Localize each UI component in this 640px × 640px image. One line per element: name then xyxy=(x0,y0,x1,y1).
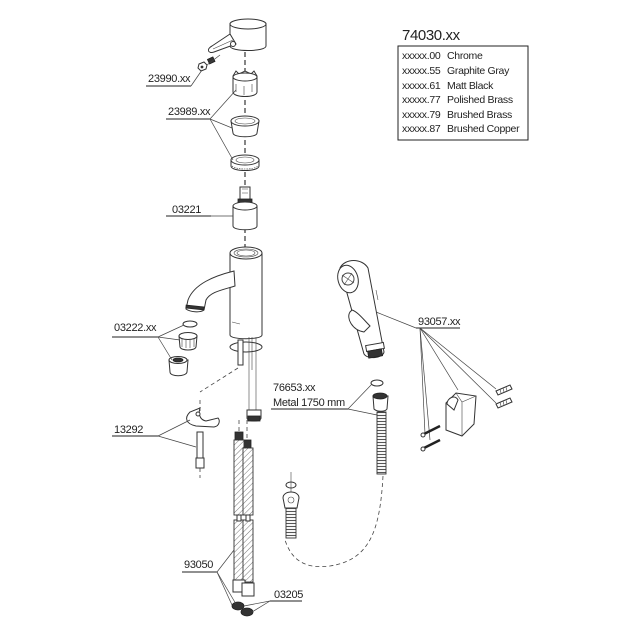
screw-icon xyxy=(420,424,441,452)
base-ring-icon xyxy=(229,337,263,410)
label-03222: 03222.xx xyxy=(114,322,157,334)
label-93050: 93050 xyxy=(184,559,213,571)
label-03221: 03221 xyxy=(172,204,201,216)
mount-axis xyxy=(199,367,239,393)
part-label-23990: 23990.xx xyxy=(146,69,203,87)
finish-row: xxxxx.79 Brushed Brass xyxy=(402,109,512,121)
set-screw-icon xyxy=(197,56,216,72)
aerator-icon xyxy=(168,320,198,377)
wall-plug-icon xyxy=(495,384,513,409)
part-label-93050: 93050 xyxy=(182,549,237,606)
faucet-body-icon xyxy=(185,246,263,340)
model-number: 74030.xx xyxy=(402,27,461,44)
crown-adapter-icon xyxy=(232,70,258,97)
finish-row: xxxxx.00 Chrome xyxy=(402,50,483,62)
finish-row: xxxxx.77 Polished Brass xyxy=(402,94,513,106)
hose-connector-nut-icon xyxy=(246,409,262,422)
shower-hose-icon xyxy=(282,379,389,568)
finish-name: Brushed Brass xyxy=(447,109,512,121)
part-label-03222: 03222.xx xyxy=(112,322,185,361)
cap-ring-icon xyxy=(230,115,260,138)
cartridge-icon xyxy=(232,186,258,231)
part-label-76653: 76653.xx Metal 1750 mm xyxy=(271,382,378,416)
part-label-03205: 03205 xyxy=(243,589,304,613)
label-13292: 13292 xyxy=(114,424,143,436)
part-label-13292: 13292 xyxy=(112,419,197,448)
finish-row: xxxxx.55 Graphite Gray xyxy=(402,65,510,77)
label-93057: 93057.xx xyxy=(418,316,461,328)
finish-name: Polished Brass xyxy=(447,94,513,106)
finish-code: xxxxx.87 xyxy=(402,123,441,135)
threaded-nut-icon xyxy=(230,154,260,171)
finish-row: xxxxx.87 Brushed Copper xyxy=(402,123,520,135)
label-23989: 23989.xx xyxy=(168,106,211,118)
leader-line xyxy=(206,54,221,66)
label-03205: 03205 xyxy=(274,589,303,601)
supply-hose-icon xyxy=(231,420,255,617)
finish-table-border xyxy=(397,45,529,141)
finish-name: Matt Black xyxy=(447,80,494,92)
finish-table: 74030.xx xxxxx.00 Chrome xxxxx.55 Graphi… xyxy=(397,27,529,141)
finish-code: xxxxx.61 xyxy=(402,80,441,92)
wall-bracket-icon xyxy=(445,392,477,437)
finish-code: xxxxx.00 xyxy=(402,50,441,62)
part-label-93057: 93057.xx xyxy=(375,311,497,441)
finish-code: xxxxx.55 xyxy=(402,65,441,77)
finish-code: xxxxx.79 xyxy=(402,109,441,121)
finish-row: xxxxx.61 Matt Black xyxy=(402,80,494,92)
hand-shower-icon xyxy=(337,260,385,359)
finish-name: Chrome xyxy=(447,50,483,62)
finish-name: Brushed Copper xyxy=(447,123,520,135)
finish-name: Graphite Gray xyxy=(447,65,510,77)
part-label-03221: 03221 xyxy=(166,204,233,217)
label-76653: 76653.xx xyxy=(273,382,316,394)
lever-handle-icon xyxy=(207,18,267,53)
part-label-23989: 23989.xx xyxy=(166,89,237,161)
mounting-kit-icon xyxy=(186,400,220,478)
finish-code: xxxxx.77 xyxy=(402,94,441,106)
label-76653-length: Metal 1750 mm xyxy=(273,397,345,409)
label-23990: 23990.xx xyxy=(148,73,191,85)
